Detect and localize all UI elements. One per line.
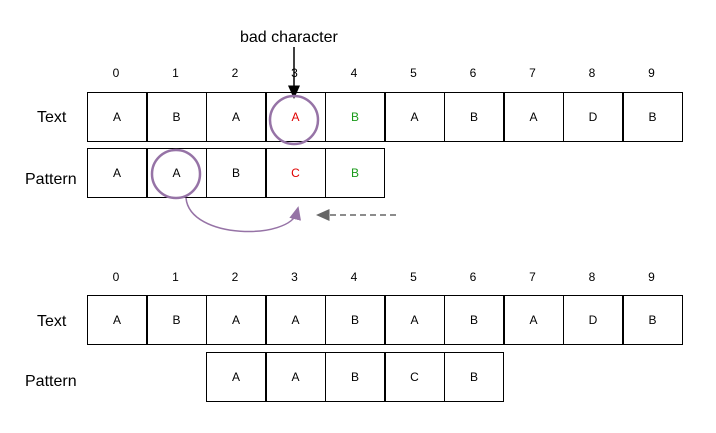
text-cell: B <box>444 92 504 142</box>
index-label: 7 <box>529 66 536 80</box>
pattern-label-top: Pattern <box>25 171 77 188</box>
index-label: 1 <box>172 66 179 80</box>
index-label: 8 <box>588 270 596 284</box>
index-label: 7 <box>529 270 536 284</box>
index-label: 8 <box>588 66 596 80</box>
pattern-cell: B <box>325 148 385 198</box>
pattern-cell: B <box>325 352 385 402</box>
index-label: 5 <box>410 66 417 80</box>
index-label: 0 <box>112 270 120 284</box>
pattern-cell: C <box>384 352 445 402</box>
match-highlight-circle <box>150 148 202 200</box>
text-cell: B <box>622 92 683 142</box>
mismatch-highlight-circle <box>268 94 320 146</box>
text-cell: B <box>622 295 683 345</box>
pattern-cell: A <box>87 148 147 198</box>
index-label: 9 <box>648 66 655 80</box>
index-label: 6 <box>469 270 477 284</box>
index-label: 4 <box>350 66 358 80</box>
text-cell: A <box>384 295 445 345</box>
index-label: 4 <box>350 270 358 284</box>
text-cell: B <box>325 295 385 345</box>
pattern-label-bottom: Pattern <box>25 373 77 390</box>
text-label-bottom: Text <box>37 313 67 330</box>
pattern-cell: B <box>444 352 504 402</box>
text-cell: A <box>503 92 564 142</box>
pattern-cell: A <box>206 352 266 402</box>
text-cell: B <box>146 295 207 345</box>
index-label: 3 <box>291 270 298 284</box>
index-label: 2 <box>231 270 239 284</box>
text-cell: A <box>206 92 266 142</box>
text-cell: A <box>265 295 326 345</box>
pattern-cell: B <box>206 148 266 198</box>
text-cell: A <box>87 295 147 345</box>
index-label: 1 <box>172 270 179 284</box>
text-cell: D <box>563 295 623 345</box>
text-cell: B <box>444 295 504 345</box>
pattern-cell: A <box>265 352 326 402</box>
index-label: 6 <box>469 66 477 80</box>
index-label: 2 <box>231 66 239 80</box>
index-label: 9 <box>648 270 655 284</box>
index-label: 5 <box>410 270 417 284</box>
bad-character-label: bad character <box>240 29 338 46</box>
shift-curve-arrow <box>185 197 301 233</box>
text-label-top: Text <box>37 109 67 126</box>
index-label: 0 <box>112 66 120 80</box>
text-cell: B <box>146 92 207 142</box>
